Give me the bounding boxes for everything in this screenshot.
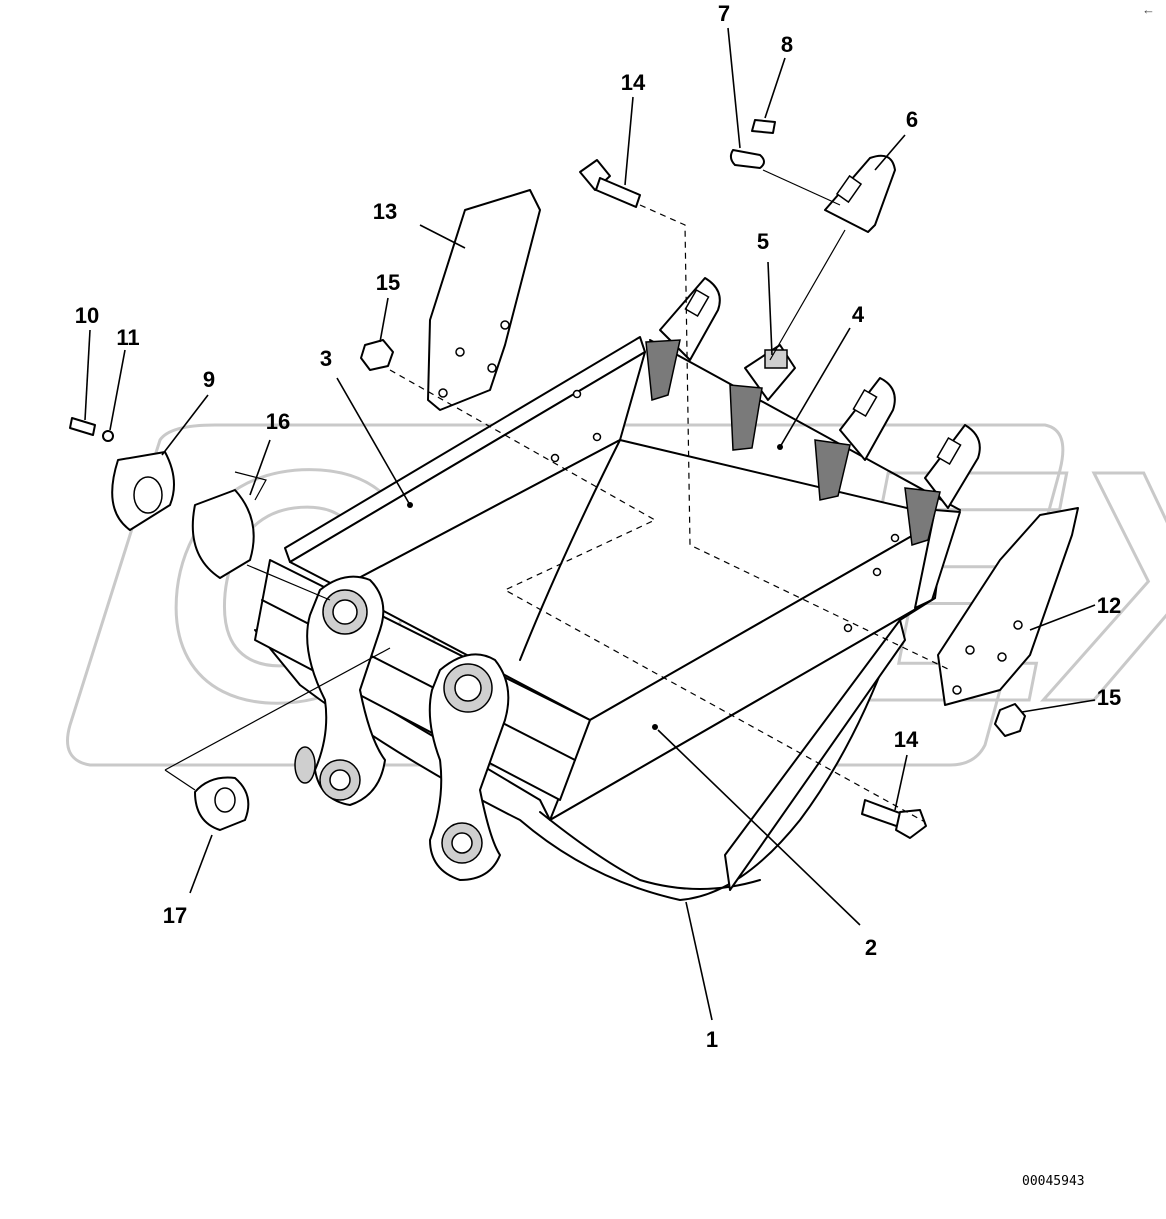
leader-lines [84,27,1096,1021]
washer-11 [102,430,114,442]
bolt-14-top [579,159,641,208]
plate-hole [572,389,582,399]
tooth-4 [904,424,981,546]
callout-3: 3 [320,346,332,371]
teeth-assembly [645,277,981,546]
assembly-line-14 [639,204,951,671]
left-bracket [306,575,386,806]
bushing-17 [194,776,250,831]
callout-12: 12 [1097,593,1121,618]
callout-15-left: 15 [376,270,400,295]
callout-16: 16 [266,409,290,434]
callout-8: 8 [781,32,793,57]
lock-8 [751,119,776,134]
callout-7: 7 [718,1,730,26]
corner-mark: ← [1142,2,1155,17]
callout-13: 13 [373,199,397,224]
tooth-1 [645,277,721,401]
callout-4: 4 [852,302,865,327]
callout-11: 11 [116,325,139,350]
shim-ring-9 [111,451,175,531]
callout-17: 17 [163,903,187,928]
nut-15-left [360,339,394,371]
tooth-3 [814,377,896,501]
nut-15-right [994,703,1026,737]
callout-14-bottom: 14 [894,727,919,752]
bolt-14-bottom [861,799,927,839]
callout-9: 9 [203,367,215,392]
floor-crease [519,439,621,661]
callout-5: 5 [757,229,769,254]
callout-1: 1 [706,1027,718,1052]
right-boss-lower-bore [451,832,473,854]
callout-10: 10 [75,303,99,328]
plate-hole [592,432,602,442]
plate-hole [843,623,853,633]
callout-2: 2 [865,935,877,960]
left-boss-upper-bore [332,599,358,625]
assembly-line-15 [389,369,926,823]
bolt-10 [69,417,96,436]
tooth-2 [729,344,796,451]
right-boss-upper-bore [454,674,482,702]
plate-hole [872,567,882,577]
shim-16 [191,471,267,579]
side-cutter-12 [937,507,1079,706]
right-bracket [428,653,510,881]
cutting-lip [649,339,961,511]
callout-6: 6 [906,107,918,132]
marker-dot-2 [652,724,658,730]
plate-hole [550,453,560,463]
plate-hole [890,533,900,543]
mounting-brackets [294,575,510,881]
callout-14-top: 14 [621,70,646,95]
document-number: 00045943 [1022,1174,1085,1189]
shell-curve [539,811,761,890]
assembly-line-16 [246,564,331,601]
tooth-point-6 [824,154,896,233]
assembly-line-6-5 [769,229,846,361]
wear-strip [724,619,906,891]
callout-15-right: 15 [1097,685,1121,710]
pin-7 [729,149,765,169]
left-lower-pin-end [294,746,316,784]
assembly-line-17 [164,647,391,791]
assembly-line-7-6 [762,169,841,206]
left-boss-lower-bore [329,769,351,791]
side-cutter-13 [427,189,541,411]
